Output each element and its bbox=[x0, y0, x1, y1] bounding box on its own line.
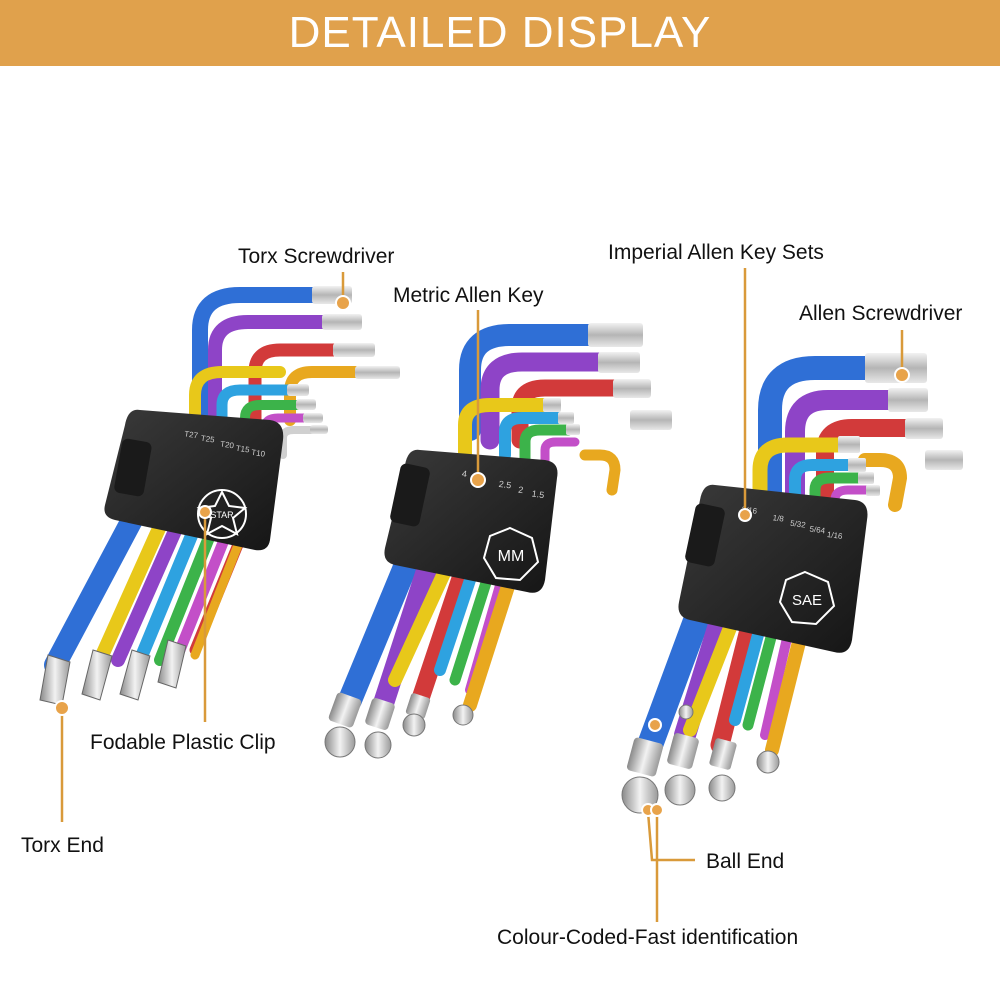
torx-marking-1: T25 bbox=[200, 434, 215, 445]
torx-holder-clip: STAR T27 T25 T20 T15 T10 bbox=[104, 409, 284, 551]
torx-marking-2: T20 bbox=[220, 439, 235, 450]
imperial-marking-3: 5/64 bbox=[809, 524, 826, 535]
allen-screwdriver-dot bbox=[894, 367, 910, 383]
metric-key-set: MM 4 2.5 2 1.5 bbox=[324, 323, 672, 759]
callout-lines bbox=[60, 268, 904, 922]
metric-ball-ends bbox=[324, 692, 474, 759]
label-torx-screwdriver: Torx Screwdriver bbox=[238, 245, 395, 268]
colour-coded-key-dot bbox=[648, 718, 662, 732]
metric-long-arms bbox=[338, 543, 517, 716]
imperial-short-tips bbox=[838, 353, 963, 496]
plastic-clip-dot bbox=[198, 505, 212, 519]
sae-badge-icon bbox=[778, 570, 836, 626]
metric-marking-0: 4 bbox=[461, 469, 467, 480]
metric-holder-clip: MM 4 2.5 2 1.5 bbox=[384, 449, 558, 593]
torx-marking-4: T10 bbox=[251, 448, 266, 459]
metric-badge-text: MM bbox=[498, 548, 525, 565]
torx-screwdriver-dot bbox=[335, 295, 351, 311]
imperial-marking-2: 5/32 bbox=[790, 519, 807, 530]
torx-key-set: STAR T27 T25 T20 T15 T10 bbox=[39, 286, 400, 706]
label-foldable-plastic-clip: Fodable Plastic Clip bbox=[90, 731, 276, 754]
imperial-long-arms bbox=[637, 597, 809, 758]
imperial-badge-text: SAE bbox=[792, 592, 822, 609]
label-allen-screwdriver: Allen Screwdriver bbox=[799, 302, 963, 325]
imperial-short-arms bbox=[752, 356, 919, 517]
label-metric-allen-key: Metric Allen Key bbox=[393, 284, 544, 307]
metric-short-tips bbox=[543, 323, 672, 435]
torx-marking-0: T27 bbox=[184, 429, 199, 440]
label-torx-end: Torx End bbox=[21, 834, 104, 857]
title-banner: DETAILED DISPLAY bbox=[0, 0, 1000, 66]
banner-title: DETAILED DISPLAY bbox=[288, 8, 712, 57]
label-imperial-allen-key-sets: Imperial Allen Key Sets bbox=[608, 241, 824, 264]
colour-coded-dot bbox=[650, 803, 664, 817]
callout-dots bbox=[54, 295, 910, 817]
metric-marking-2: 2 bbox=[518, 485, 524, 496]
label-colour-coded: Colour-Coded-Fast identification bbox=[497, 926, 799, 949]
label-ball-end: Ball End bbox=[706, 850, 785, 873]
imperial-ball-ends bbox=[621, 704, 780, 814]
imperial-allen-key-dot bbox=[738, 508, 752, 522]
torx-marking-3: T15 bbox=[235, 444, 250, 455]
imperial-key-set: SAE 3/16 1/8 5/32 5/64 1/16 bbox=[621, 353, 963, 814]
imperial-marking-1: 1/8 bbox=[772, 513, 785, 524]
metric-marking-1: 2.5 bbox=[498, 479, 512, 491]
imperial-marking-4: 1/16 bbox=[826, 530, 843, 541]
torx-end-dot bbox=[54, 700, 70, 716]
metric-marking-3: 1.5 bbox=[531, 489, 545, 501]
torx-long-tips bbox=[39, 639, 187, 706]
imperial-holder-clip: SAE 3/16 1/8 5/32 5/64 1/16 bbox=[678, 484, 868, 653]
torx-badge-text: STAR bbox=[210, 510, 234, 520]
metric-short-arms bbox=[458, 324, 624, 496]
metric-allen-key-dot bbox=[470, 472, 486, 488]
mm-badge-icon bbox=[482, 526, 540, 582]
